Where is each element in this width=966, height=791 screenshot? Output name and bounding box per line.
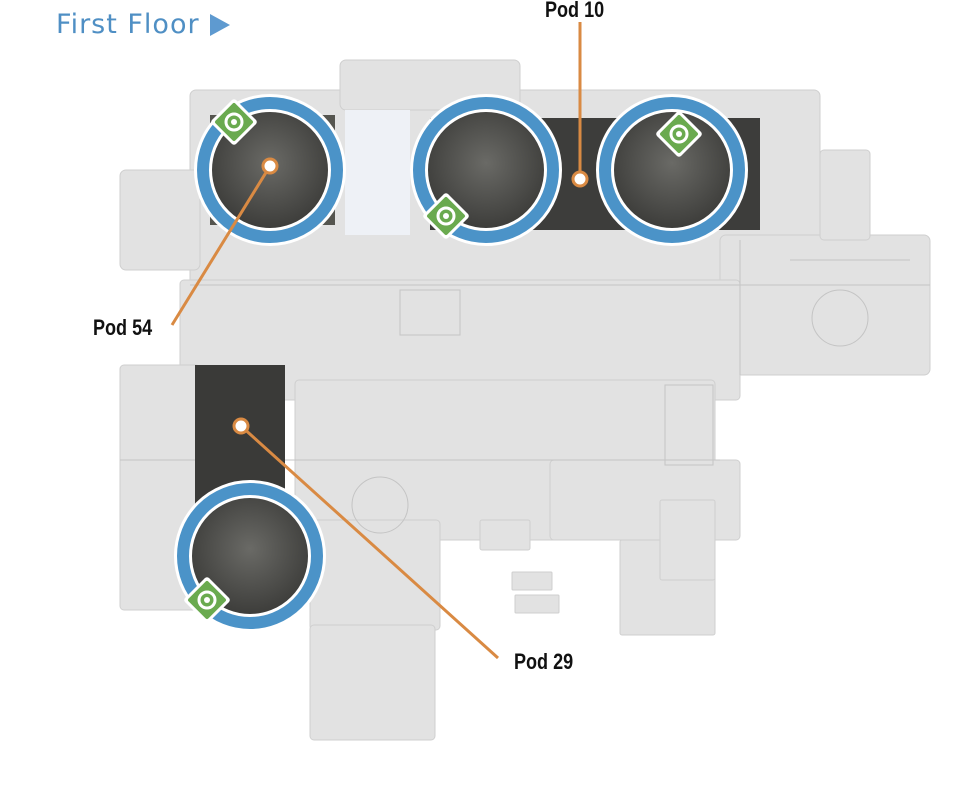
pod-label-54: Pod 54 [93,315,153,340]
leader-lines [170,22,582,660]
pod-label-10: Pod 10 [545,0,605,22]
pod-marker-icon[interactable] [232,157,589,435]
pod-ring-right[interactable] [596,94,748,246]
floor-title-text: First Floor [56,9,200,40]
floor-title: First Floor [56,9,230,40]
objective-diamond-icon[interactable] [183,98,703,624]
pod-label-29: Pod 29 [514,649,574,674]
title-arrow-icon [209,13,230,36]
